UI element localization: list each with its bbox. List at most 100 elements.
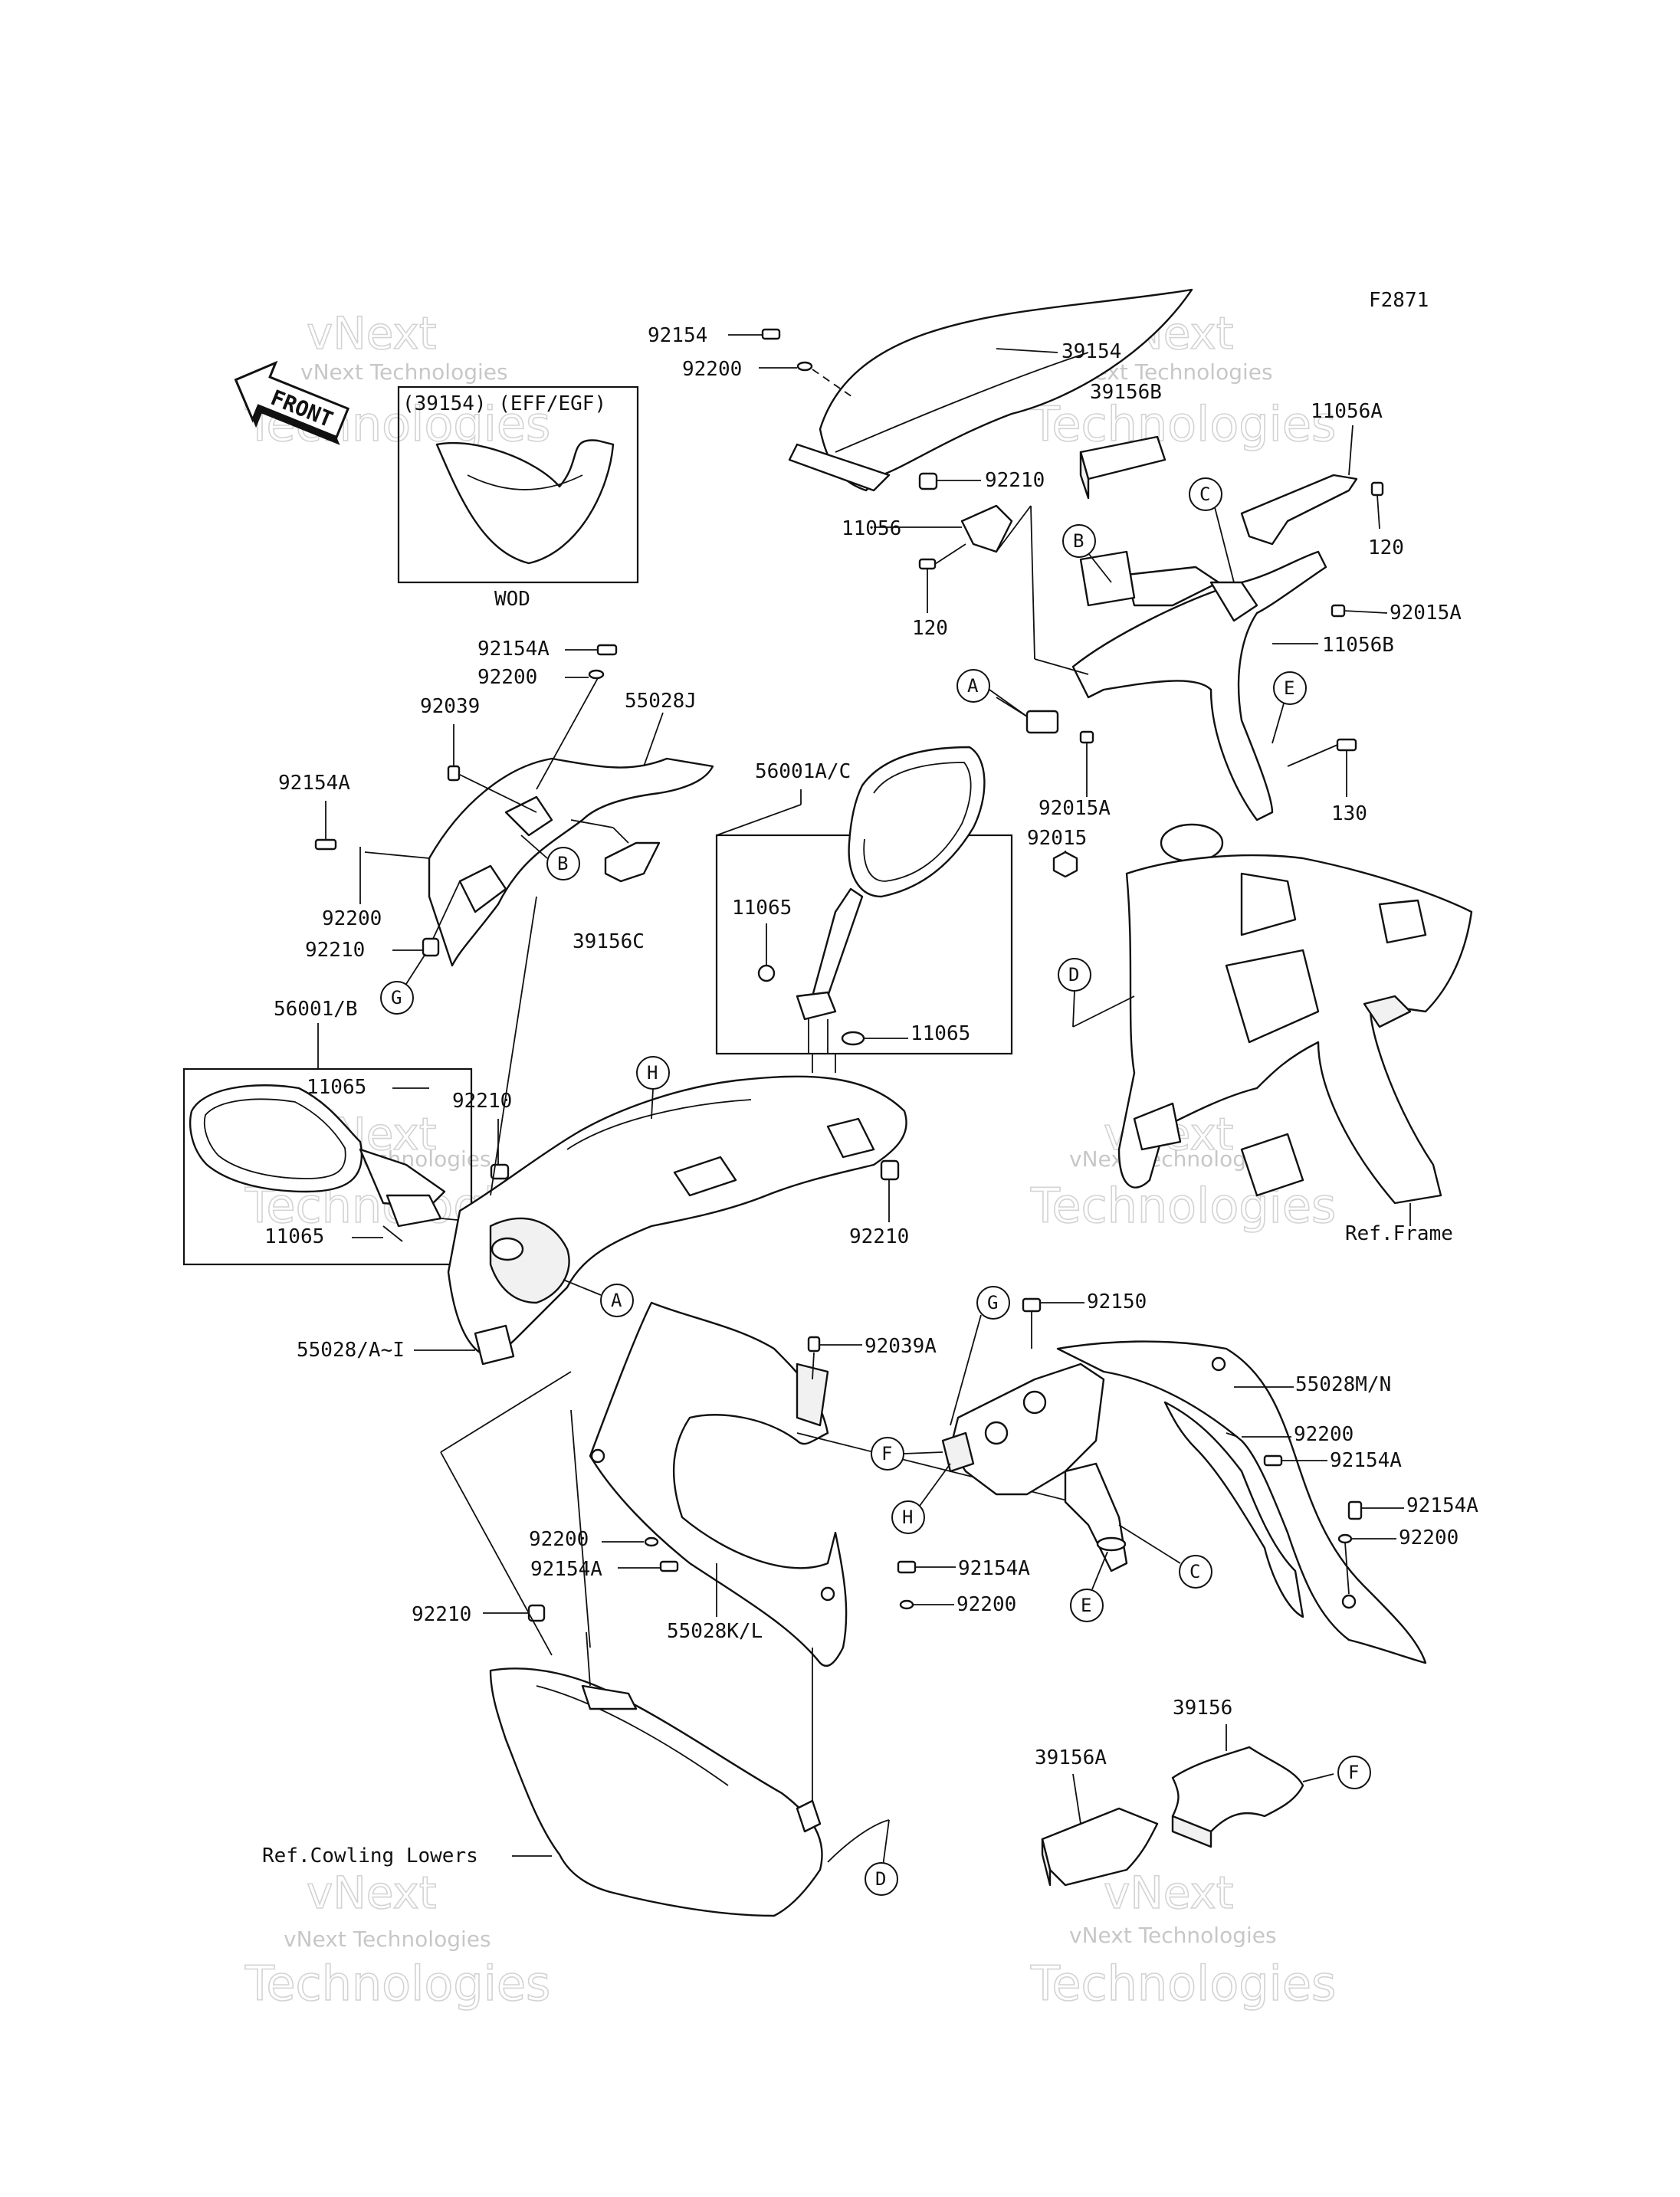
svg-text:92154: 92154 [648,324,707,347]
svg-text:vNext: vNext [1104,1867,1233,1919]
callout-H2: H [891,1500,925,1534]
cowling-lowers-ref [489,1631,890,1917]
svg-text:vNext Technologies: vNext Technologies [1069,1923,1277,1948]
watermark-bottom-right: vNext vNext Technologies Technologies [1029,1866,1337,2012]
svg-text:vNext Technologies: vNext Technologies [284,1926,491,1952]
svg-text:92150: 92150 [1087,1290,1147,1313]
svg-text:92039: 92039 [420,695,480,718]
inset-header: (39154) (EFF/EGF) [402,392,606,415]
screw-92039A [807,1336,821,1353]
svg-text:F: F [881,1443,892,1464]
screw-92154A-5 [1263,1454,1283,1467]
inner-cover-55028J [428,757,714,967]
windshield-39154 [788,288,1193,492]
nut-92015A-top [1331,604,1388,618]
svg-text:92210: 92210 [305,939,365,962]
sponge-39156B [1079,435,1166,500]
svg-text:92200: 92200 [477,666,537,689]
callout-E2: E [1070,1589,1104,1622]
svg-text:92200: 92200 [322,907,382,930]
svg-text:H: H [902,1507,913,1528]
screw-92154A-8 [897,1560,917,1574]
svg-text:11056A: 11056A [1311,400,1383,423]
screw-92150 [1022,1297,1042,1313]
svg-text:92200: 92200 [682,358,742,381]
svg-text:39156A: 39156A [1035,1746,1107,1769]
svg-text:92039A: 92039A [865,1335,937,1358]
callout-B2: B [546,847,580,880]
callout-A1: A [956,669,990,703]
svg-text:92200: 92200 [956,1593,1016,1616]
svg-text:B: B [557,853,568,874]
svg-text:vNext: vNext [307,307,436,359]
svg-text:Technologies: Technologies [1030,1956,1336,2012]
bolt-120-right [1370,481,1384,530]
callout-E1: E [1273,671,1307,705]
svg-text:56001/B: 56001/B [274,998,358,1021]
svg-text:D: D [875,1868,886,1890]
sponge-39156 [1171,1746,1304,1848]
svg-text:130: 130 [1331,802,1367,825]
side-cowl-55028KL [589,1301,848,1667]
bushing-92210-3 [490,1163,510,1180]
inset-footer: WOD [494,588,530,611]
svg-text:11065: 11065 [307,1076,366,1099]
svg-text:E: E [1081,1595,1091,1616]
mirror-56001B-box [182,1023,473,1266]
callout-C2: C [1179,1555,1212,1589]
callout-F2: F [1337,1756,1371,1789]
svg-text:B: B [1073,530,1084,552]
svg-text:39156C: 39156C [573,930,645,953]
windshield-inset: (39154) (EFF/EGF) WOD [397,385,639,611]
watermark-top-left: vNext vNext Technologies Technologies [244,307,551,453]
inner-panel-right [941,1362,1128,1572]
watermark-bottom-left: vNext vNext Technologies Technologies [244,1866,551,2012]
nut-92015A-mid [1079,730,1094,797]
svg-text:Technologies: Technologies [1030,396,1336,452]
svg-text:92200: 92200 [529,1528,589,1551]
sponge-39156C [604,841,661,883]
washer-92200-6 [1337,1533,1353,1544]
svg-text:120: 120 [1368,536,1404,559]
nut-92015 [1052,851,1078,878]
svg-text:120: 120 [912,617,948,640]
svg-text:vNext Technologies: vNext Technologies [300,359,508,385]
svg-text:92154A: 92154A [530,1558,602,1581]
screw-92039 [447,765,461,782]
svg-text:92154A: 92154A [1330,1449,1402,1472]
svg-text:Ref.Cowling Lowers: Ref.Cowling Lowers [262,1844,478,1867]
callout-G2: G [976,1286,1010,1320]
svg-text:11056B: 11056B [1322,634,1394,657]
svg-text:Ref.Frame: Ref.Frame [1345,1222,1453,1245]
callout-B1: B [1062,524,1096,558]
screw-92154A-7 [659,1560,679,1572]
svg-text:C: C [1189,1561,1200,1582]
bracket-11056 [874,504,1013,553]
svg-text:A: A [967,675,979,697]
svg-text:G: G [987,1292,998,1313]
svg-text:55028K/L: 55028K/L [667,1620,763,1643]
mirror-56001B [189,1084,484,1242]
screw-92154A-6 [1347,1500,1363,1520]
svg-text:55028M/N: 55028M/N [1295,1373,1391,1396]
svg-text:92154A: 92154A [477,638,550,661]
mirror-56001AC [757,746,986,1054]
svg-text:11056: 11056 [842,517,901,540]
side-cowl-55028MN [1056,1340,1427,1664]
frame [1072,823,1473,1226]
washer-92200-7 [644,1536,659,1547]
svg-text:G: G [391,987,402,1008]
bushing-92210-top [918,472,981,490]
callout-H1: H [636,1056,670,1090]
svg-text:92200: 92200 [1399,1526,1459,1549]
svg-text:92210: 92210 [412,1603,471,1626]
svg-text:H: H [647,1062,658,1084]
svg-text:92200: 92200 [1294,1423,1354,1446]
svg-text:A: A [611,1290,622,1311]
callout-A2: A [600,1284,634,1317]
callout-G1: G [380,981,414,1015]
screw-92154A-2 [314,838,337,851]
svg-text:92015A: 92015A [1039,797,1111,820]
washer-92200-5 [1226,1432,1239,1438]
figure-id: F2871 [1369,289,1429,312]
